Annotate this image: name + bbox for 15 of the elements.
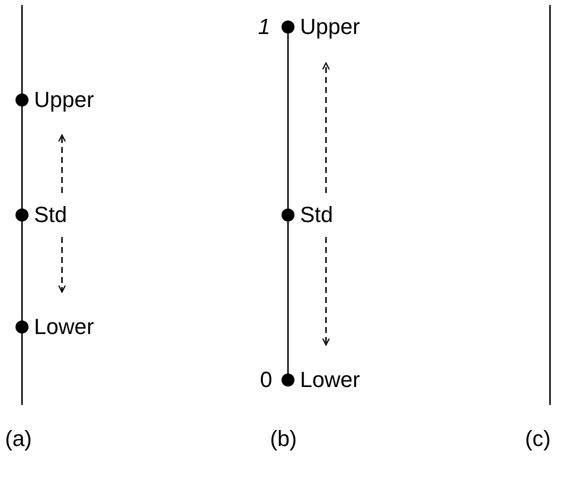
level-label: Lower bbox=[34, 314, 94, 340]
panel-label: (c) bbox=[525, 426, 551, 452]
panel-label: (b) bbox=[270, 426, 297, 452]
level-label: Std bbox=[34, 202, 68, 228]
tick-label: 1 bbox=[258, 14, 270, 40]
level-label: Std bbox=[300, 202, 334, 228]
level-label: Upper bbox=[34, 87, 94, 113]
dashed-arrow bbox=[58, 237, 66, 293]
level-label: Upper bbox=[300, 14, 360, 40]
level-label: Lower bbox=[300, 367, 360, 393]
dashed-arrow bbox=[322, 237, 330, 346]
dashed-arrow bbox=[322, 62, 330, 193]
dashed-arrow bbox=[58, 134, 66, 193]
panel-label: (a) bbox=[5, 426, 32, 452]
tick-label: 0 bbox=[260, 367, 272, 393]
